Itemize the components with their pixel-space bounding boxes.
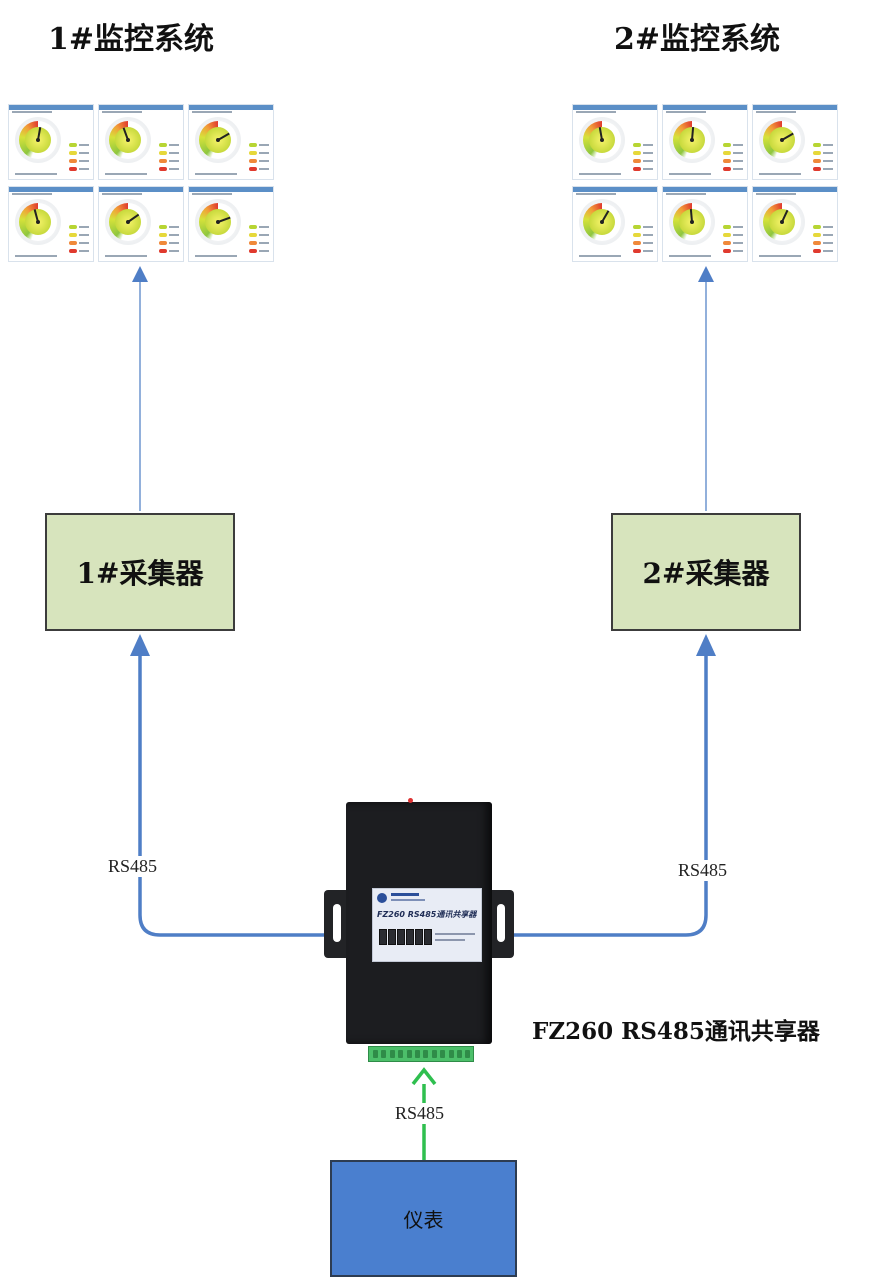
terminal-screw xyxy=(389,1050,395,1058)
arrow-collector1 xyxy=(130,634,150,656)
arrow-system2 xyxy=(698,266,714,282)
terminal-screw xyxy=(465,1050,471,1058)
terminal-block xyxy=(368,1046,474,1062)
gauge-widget xyxy=(188,186,274,262)
rs485-label-right: RS485 xyxy=(676,860,730,881)
monitoring-system-2-title: 2#监控系统 xyxy=(614,22,781,57)
rs485-label-left: RS485 xyxy=(106,856,160,877)
terminal-screw xyxy=(457,1050,462,1058)
gauge-widget xyxy=(8,104,94,180)
terminal-screw xyxy=(440,1050,446,1058)
terminal-screw xyxy=(448,1050,454,1058)
arrow-device-green xyxy=(411,1067,437,1086)
rs485-line-left xyxy=(138,652,330,937)
meter-box: 仪表 xyxy=(330,1160,517,1277)
rs485-label-bottom: RS485 xyxy=(393,1103,447,1124)
monitoring-system-1-title: 1#监控系统 xyxy=(48,22,215,57)
terminal-screw xyxy=(415,1050,420,1058)
arrow-system1 xyxy=(132,266,148,282)
device-title: FZ260 RS485通讯共享器 xyxy=(532,1018,820,1045)
gauge-widget xyxy=(8,186,94,262)
gauge-widget xyxy=(98,186,184,262)
terminal-screw xyxy=(398,1050,404,1058)
arrow-collector2 xyxy=(696,634,716,656)
gauge-widget xyxy=(662,186,748,262)
collector-2-label: 2#采集器 xyxy=(642,557,770,590)
gauge-widget xyxy=(752,104,838,180)
device-model-text: FZ260 RS485通讯共享器 xyxy=(377,910,477,919)
power-led-icon xyxy=(408,798,413,803)
collector-2-box: 2#采集器 xyxy=(611,513,801,631)
terminal-screw xyxy=(373,1050,378,1058)
monitoring-dashboard-2 xyxy=(572,104,838,262)
rs485-line-right xyxy=(510,652,708,937)
brand-logo-icon xyxy=(377,893,387,903)
gauge-widget xyxy=(572,186,658,262)
gauge-widget xyxy=(572,104,658,180)
mounting-ear-right xyxy=(488,890,514,958)
gauge-widget xyxy=(752,186,838,262)
terminal-screw xyxy=(406,1050,412,1058)
mounting-ear-left xyxy=(324,890,350,958)
rs485-sharer-device: FZ260 RS485通讯共享器 xyxy=(324,798,514,1068)
monitoring-dashboard-1 xyxy=(8,104,274,262)
terminal-screw xyxy=(423,1050,429,1058)
gauge-widget xyxy=(98,104,184,180)
device-label-plate: FZ260 RS485通讯共享器 xyxy=(372,888,482,962)
gauge-widget xyxy=(662,104,748,180)
terminal-screw xyxy=(431,1050,437,1058)
gauge-widget xyxy=(188,104,274,180)
collector-1-box: 1#采集器 xyxy=(45,513,235,631)
meter-label: 仪表 xyxy=(403,1208,444,1232)
collector-1-label: 1#采集器 xyxy=(76,557,204,590)
terminal-screw xyxy=(381,1050,387,1058)
